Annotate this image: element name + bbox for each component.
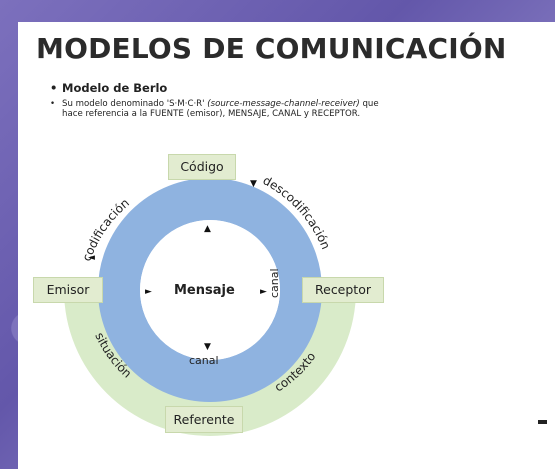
blue-ring: [98, 178, 322, 402]
bullet-marker: •: [50, 81, 58, 95]
box-referente: Referente: [165, 406, 243, 433]
arrow-left-icon: ◄: [88, 253, 95, 263]
green-ring: [64, 290, 356, 436]
arrow-down-icon: ▼: [204, 342, 211, 352]
slide-title: MODELOS DE COMUNICACIÓN: [36, 32, 507, 65]
bullet-marker: •: [50, 99, 56, 109]
box-codigo: Código: [168, 154, 236, 180]
mensaje-label: Mensaje: [174, 283, 235, 298]
bullet-modelo-berlo: • Modelo de Berlo: [50, 81, 168, 95]
arrow-right-icon: ►: [260, 287, 267, 297]
bullet-text-c: que: [359, 99, 379, 109]
arrow-down-icon: ▼: [250, 179, 257, 189]
canal-bottom-label: canal: [189, 354, 219, 367]
box-emisor: Emisor: [33, 277, 103, 303]
canal-right-label: canal: [268, 268, 281, 298]
arrow-up-icon: ▲: [204, 224, 211, 234]
bullet-smcr: • Su modelo denominado 'S·M·C·R' (source…: [50, 99, 532, 119]
bullet-text-a: Su modelo denominado 'S·M·C·R': [62, 99, 208, 109]
bullet-text: Modelo de Berlo: [62, 81, 168, 95]
bullet-text-line2: hace referencia a la FUENTE (emisor), ME…: [62, 109, 361, 119]
arrow-right-icon: ►: [145, 287, 152, 297]
bullet-text-italic: (source-message-channel-receiver): [207, 99, 360, 109]
mensaje-circle: [140, 220, 280, 360]
slide-dash: [538, 420, 547, 424]
box-receptor: Receptor: [302, 277, 384, 303]
